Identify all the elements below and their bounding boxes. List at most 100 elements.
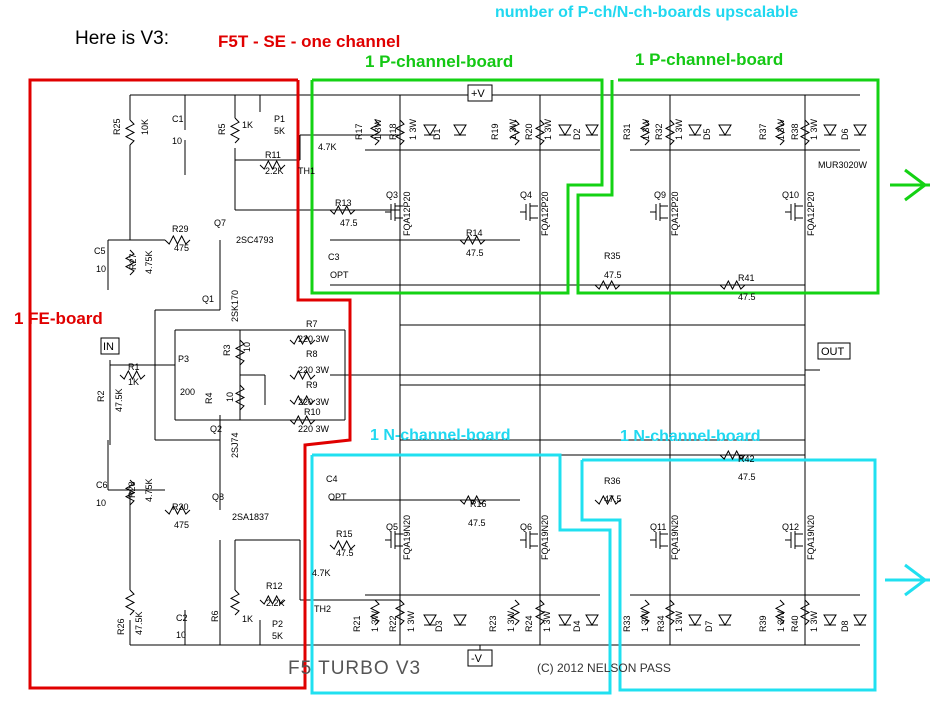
- label-c3v: OPT: [330, 270, 349, 280]
- label-r22: R22: [388, 615, 398, 632]
- label-d7: D7: [704, 620, 714, 632]
- label-r4: R4: [204, 392, 214, 404]
- port-vplus: +V: [471, 88, 485, 100]
- label-r38v: 1 3W: [809, 118, 819, 140]
- label-r3v: 10: [242, 342, 252, 352]
- label-c1v: 10: [172, 136, 182, 146]
- label-r28: R28: [127, 481, 137, 498]
- label-r10: R10: [304, 407, 321, 417]
- label-r17v: 1 3W: [373, 118, 383, 140]
- label-r29v: 475: [174, 243, 189, 253]
- resistor-r40: [799, 599, 811, 626]
- label-d5: D5: [702, 128, 712, 140]
- schematic-copyright: (C) 2012 NELSON PASS: [537, 661, 671, 675]
- label-q5t: FQA19N20: [402, 515, 412, 560]
- port-in: IN: [103, 341, 114, 353]
- resistor-r38: [799, 119, 811, 146]
- label-r1v: 1K: [128, 377, 139, 387]
- label-r9v: 220 3W: [298, 397, 330, 407]
- label-r2v: 47.5K: [114, 388, 124, 412]
- label-d6: D6: [840, 128, 850, 140]
- resistor-r5: [229, 117, 241, 144]
- label-r15v: 47.5: [336, 548, 354, 558]
- resistor-r39: [774, 599, 786, 626]
- resistor-r4: [234, 384, 246, 411]
- label-r19: R19: [490, 123, 500, 140]
- label-r21: R21: [352, 615, 362, 632]
- label-r13v: 47.5: [340, 218, 358, 228]
- label-r33v: 1 3W: [640, 610, 650, 632]
- diode-d5: [688, 124, 702, 136]
- label-r17: R17: [354, 123, 364, 140]
- resistor-r28: [124, 479, 136, 506]
- label-r40: R40: [790, 615, 800, 632]
- n-board-1-outline: [310, 453, 612, 695]
- resistor-r26: [124, 589, 136, 616]
- resistor-r33: [639, 599, 651, 626]
- resistor-r36: [594, 494, 621, 506]
- label-q9: Q9: [654, 190, 666, 200]
- label-r31: R31: [622, 123, 632, 140]
- label-q4t: FQA12P20: [540, 191, 550, 236]
- label-r29: R29: [172, 224, 189, 234]
- label-r9: R9: [306, 380, 318, 390]
- label-q6t: FQA19N20: [540, 515, 550, 560]
- resistor-r16: [459, 494, 486, 506]
- mosfet-q4: [520, 203, 538, 221]
- label-mur: MUR3020W: [818, 160, 868, 170]
- label-c3: C3: [328, 252, 340, 262]
- label-r33: R33: [622, 615, 632, 632]
- resistor-r14: [459, 234, 486, 246]
- label-th2: TH2: [314, 604, 331, 614]
- label-q11t: FQA19N20: [670, 515, 680, 560]
- label-r15: R15: [336, 529, 353, 539]
- label-q4: Q4: [520, 190, 532, 200]
- schematic-title: F5 TURBO V3: [288, 658, 422, 679]
- resistor-r41: [719, 279, 746, 291]
- label-r27v: 4.75K: [144, 250, 154, 274]
- label-r24v: 1 3W: [542, 610, 552, 632]
- label-q6: Q6: [520, 522, 532, 532]
- label-r30: R30: [172, 502, 189, 512]
- resistor-r22: [394, 599, 406, 626]
- label-c4v: OPT: [328, 492, 347, 502]
- label-r28v: 4.75K: [144, 478, 154, 502]
- label-r18v: 1 3W: [408, 118, 418, 140]
- label-r38: R38: [790, 123, 800, 140]
- label-r22v: 1 3W: [406, 610, 416, 632]
- diode-d2: [558, 124, 572, 136]
- resistor-r25: [124, 119, 136, 146]
- label-p1: P1: [274, 114, 285, 124]
- label-r25: R25: [112, 118, 122, 135]
- diode-d5b: [718, 124, 732, 136]
- label-r12: R12: [266, 581, 283, 591]
- label-c2: C2: [176, 613, 188, 623]
- fe-board-outline: [28, 78, 352, 690]
- label-q2t: 2SJ74: [230, 432, 240, 458]
- label-r13: R13: [335, 198, 352, 208]
- label-p1v: 5K: [274, 126, 285, 136]
- diode-d3: [423, 614, 437, 626]
- label-r35: R35: [604, 251, 621, 261]
- output-arrows-n: [885, 563, 930, 597]
- resistor-r31: [639, 119, 651, 146]
- diode-d4: [558, 614, 572, 626]
- label-r14: R14: [466, 228, 483, 238]
- label-r16: R16: [470, 499, 487, 509]
- resistor-r3: [234, 339, 246, 366]
- resistor-r34: [664, 599, 676, 626]
- label-r32v: 1 3W: [674, 118, 684, 140]
- label-q12t: FQA19N20: [806, 515, 816, 560]
- label-r3: R3: [222, 344, 232, 356]
- port-vminus: -V: [471, 653, 483, 665]
- resistor-r9: [289, 394, 316, 406]
- label-r7: R7: [306, 319, 318, 329]
- label-q11: Q11: [650, 522, 666, 532]
- label-q10: Q10: [782, 190, 799, 200]
- label-d1: D1: [432, 128, 442, 140]
- label-r1: R1: [128, 362, 140, 372]
- label-q10t: FQA12P20: [806, 191, 816, 236]
- label-r26: R26: [116, 618, 126, 635]
- n-board-2-label: 1 N-channel-board: [620, 428, 761, 445]
- header-title: Here is V3:: [75, 28, 169, 49]
